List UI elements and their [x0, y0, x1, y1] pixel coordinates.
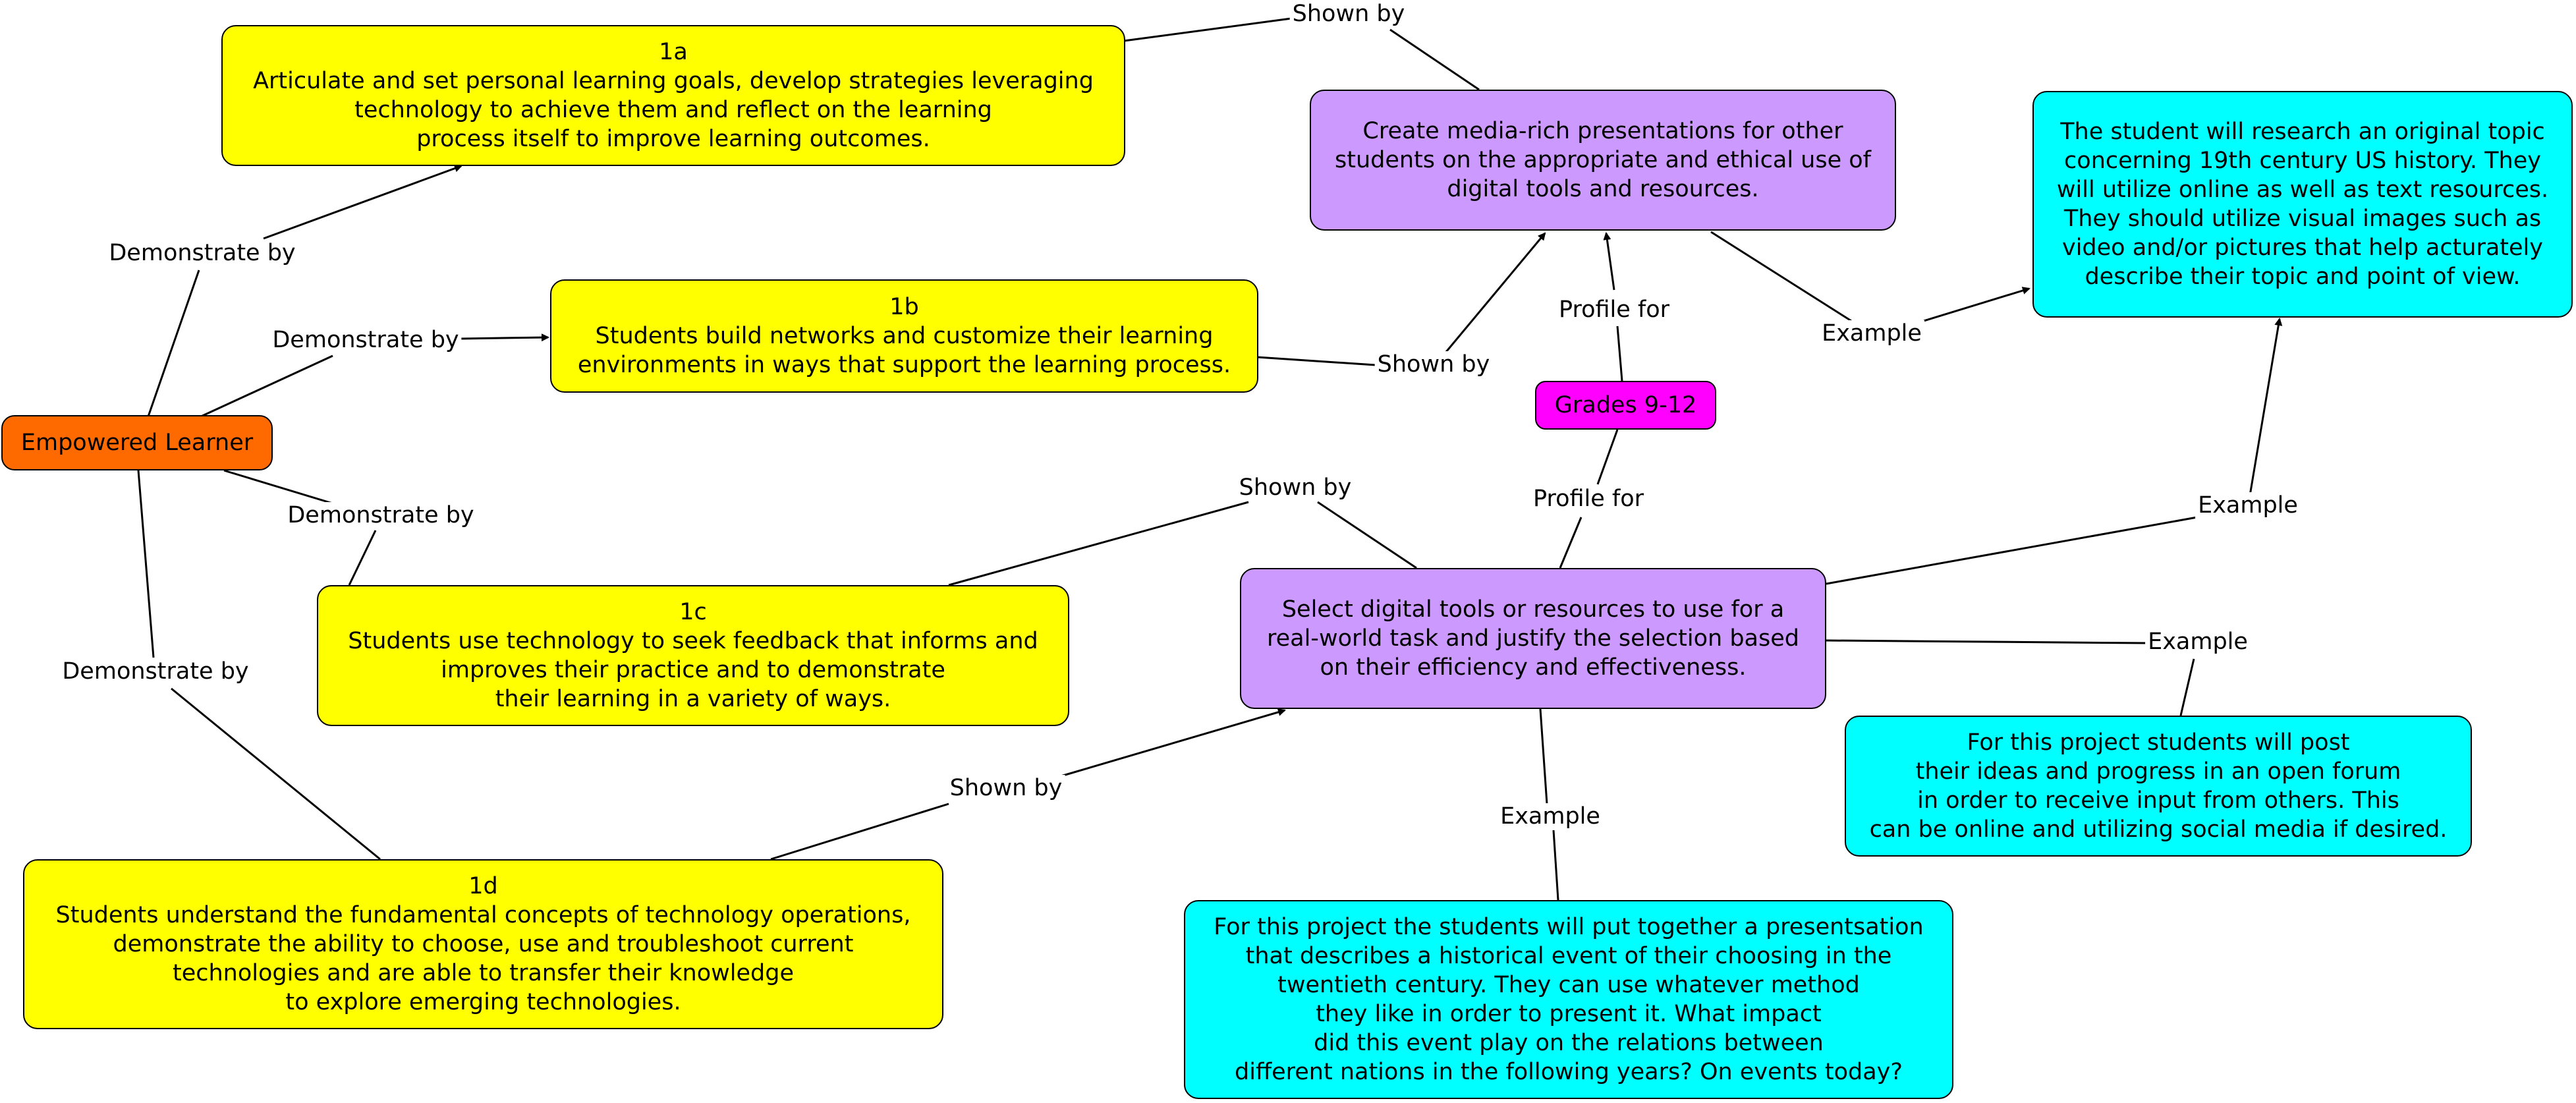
edge-example-ex2 — [2179, 658, 2195, 716]
node-example-19th-century-research[interactable]: The student will research an original to… — [2032, 91, 2573, 318]
edge-root-demo-1b — [200, 354, 333, 418]
edge-1a-shown — [1123, 17, 1292, 42]
edge-task1-example — [1710, 231, 1852, 322]
node-empowered-learner[interactable]: Empowered Learner — [1, 415, 273, 470]
edge-label-demonstrate-by-1a: Demonstrate by — [106, 240, 298, 266]
edge-task2-example-ex2 — [1826, 639, 2147, 644]
edge-profile2-task2 — [1559, 517, 1582, 569]
edge-label-example-task1: Example — [1819, 320, 1924, 347]
edge-grade-profile1 — [1616, 325, 1623, 382]
edge-grade-profile2 — [1596, 429, 1619, 485]
node-standard-1b[interactable]: 1b Students build networks and customize… — [550, 279, 1258, 393]
edge-shown-task2-arrow — [1060, 708, 1286, 778]
node-example-historical-event[interactable]: For this project the students will put t… — [1184, 900, 1953, 1099]
edge-label-example-task2-ex3: Example — [1498, 803, 1603, 830]
edge-label-shown-by-1a: Shown by — [1289, 1, 1408, 27]
node-standard-1a-text: Articulate and set personal learning goa… — [253, 68, 1094, 152]
node-empowered-learner-label: Empowered Learner — [20, 430, 254, 456]
node-example-forum-text: For this project students will post thei… — [1869, 729, 2448, 843]
edge-example-ex1b-arrow — [2249, 318, 2283, 496]
node-standard-1b-title: 1b — [889, 294, 919, 320]
edge-demo-1b-arrow — [461, 333, 549, 342]
edge-label-profile-for-task1: Profile for — [1555, 297, 1673, 323]
edge-example-ex3 — [1552, 830, 1559, 901]
node-task-select-tools-text: Select digital tools or resources to use… — [1266, 596, 1799, 681]
edge-label-demonstrate-by-1b: Demonstrate by — [269, 327, 462, 353]
edge-label-shown-by-1d: Shown by — [947, 775, 1065, 801]
node-grades-label: Grades 9-12 — [1554, 392, 1697, 418]
node-grades-9-12[interactable]: Grades 9-12 — [1535, 381, 1716, 430]
node-task-media-rich-text: Create media-rich presentations for othe… — [1334, 118, 1871, 202]
node-example-open-forum[interactable]: For this project students will post thei… — [1845, 716, 2472, 857]
node-standard-1a[interactable]: 1a Articulate and set personal learning … — [221, 25, 1125, 166]
node-example-research-text: The student will research an original to… — [2056, 119, 2549, 290]
node-standard-1b-text: Students build networks and customize th… — [577, 323, 1231, 378]
edge-example-ex1-arrow — [1923, 287, 2030, 322]
edge-1c-shown — [948, 501, 1249, 586]
node-task-media-rich-presentations[interactable]: Create media-rich presentations for othe… — [1310, 90, 1896, 231]
edge-1d-shown — [770, 803, 949, 861]
edge-demo-1a-arrow — [263, 164, 462, 240]
edge-label-shown-by-1c: Shown by — [1236, 474, 1355, 501]
edge-task2-example-ex3 — [1539, 708, 1548, 805]
edge-root-demo-1a — [147, 269, 200, 417]
edge-shown-task1-arrow — [1442, 232, 1546, 356]
edge-root-demo-1d — [137, 470, 155, 658]
node-standard-1d-text: Students understand the fundamental conc… — [55, 902, 911, 1015]
node-task-select-digital-tools[interactable]: Select digital tools or resources to use… — [1240, 568, 1826, 709]
edge-shown-task2 — [1317, 501, 1417, 569]
edge-root-demo-1c — [223, 469, 333, 505]
node-example-historical-text: For this project the students will put t… — [1214, 914, 1924, 1085]
node-standard-1c-text: Students use technology to seek feedback… — [348, 628, 1038, 712]
edge-label-demonstrate-by-1c: Demonstrate by — [285, 502, 477, 528]
edge-label-demonstrate-by-1d: Demonstrate by — [59, 658, 252, 685]
node-standard-1c[interactable]: 1c Students use technology to seek feedb… — [317, 585, 1069, 726]
edge-shown-task1 — [1389, 28, 1480, 91]
edge-label-example-task2-ex1: Example — [2195, 492, 2301, 519]
edge-label-example-task2-ex2: Example — [2145, 629, 2251, 655]
edge-demo-1d-1d — [171, 687, 381, 861]
edge-profile1-task1-arrow — [1603, 232, 1615, 291]
edge-task2-example-ex1 — [1826, 516, 2198, 585]
node-standard-1d[interactable]: 1d Students understand the fundamental c… — [23, 859, 943, 1029]
edge-demo-1c-1c — [348, 530, 377, 586]
edge-1b-shown — [1256, 356, 1376, 366]
node-standard-1d-title: 1d — [468, 873, 498, 899]
node-standard-1c-title: 1c — [679, 599, 707, 625]
edge-label-profile-for-task2: Profile for — [1530, 486, 1647, 512]
edge-label-shown-by-1b: Shown by — [1374, 351, 1493, 378]
node-standard-1a-title: 1a — [659, 39, 688, 65]
